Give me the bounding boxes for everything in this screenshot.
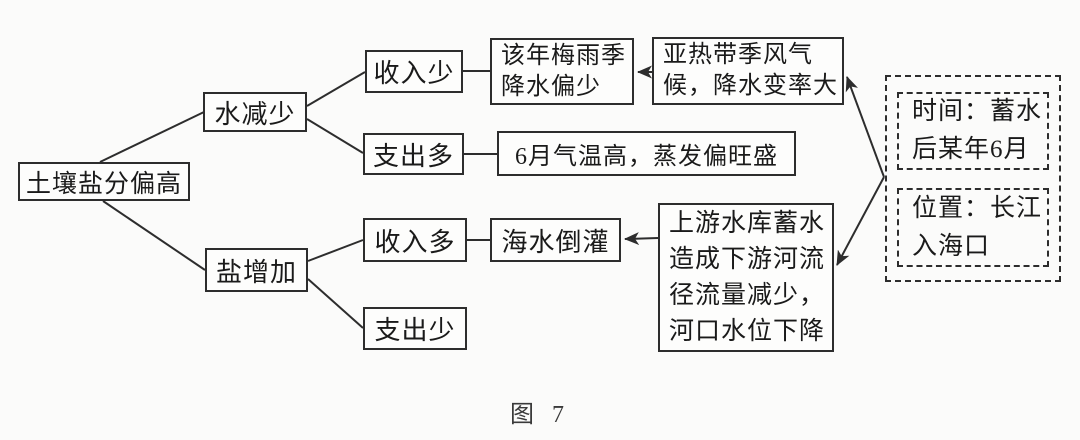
node-reservoir-line2: 造成下游河流: [669, 245, 826, 273]
edge-water-expense-more: [306, 118, 364, 154]
node-subtropical-line2: 候，降水变率大: [663, 73, 838, 99]
node-reservoir-line1: 上游水库蓄水: [669, 209, 826, 237]
edge-reservoir-seawater-arrow: [624, 232, 659, 246]
edge-soil-salt: [102, 200, 206, 271]
note-location: 位置：长江 入海口: [897, 188, 1049, 267]
node-subtropical-line1: 亚热带季风气: [663, 42, 813, 68]
edge-salt-income-more: [307, 239, 364, 262]
note-time: 时间：蓄水 后某年6月: [897, 92, 1049, 170]
edge-notes-subtropical-arrow: [845, 76, 885, 178]
notes-group-frame: [885, 75, 1061, 282]
node-reservoir-line3: 径流量减少，: [669, 281, 826, 309]
node-salt-increase: 盐增加: [205, 248, 308, 292]
edge-salt-expense-less: [307, 278, 364, 329]
note-time-line1: 时间：蓄水: [912, 98, 1043, 125]
node-reservoir-line4: 河口水位下降: [669, 317, 826, 345]
node-meiyu-rain-low: 该年梅雨季 降水偏少: [490, 38, 634, 105]
edge-soil-water: [99, 111, 205, 163]
note-location-line2: 入海口: [912, 232, 991, 260]
node-expense-more: 支出多: [363, 133, 464, 175]
edge-notes-reservoir-arrow: [836, 176, 885, 266]
node-seawater-intrusion: 海水倒灌: [490, 218, 621, 262]
note-time-line2: 后某年6月: [912, 136, 1030, 163]
node-income-less: 收入少: [365, 50, 463, 93]
node-soil-salinity-high: 土壤盐分偏高: [18, 162, 190, 201]
edge-water-income-less: [306, 71, 366, 107]
node-meiyu-line2: 降水偏少: [501, 73, 601, 100]
note-location-line1: 位置：长江: [912, 194, 1043, 222]
node-income-more: 收入多: [363, 218, 467, 262]
node-water-decrease: 水减少: [203, 92, 307, 132]
node-upstream-reservoir: 上游水库蓄水 造成下游河流 径流量减少， 河口水位下降: [658, 203, 834, 352]
node-expense-less: 支出少: [363, 307, 467, 350]
node-june-high-temp-evaporation: 6月气温高，蒸发偏旺盛: [497, 131, 796, 176]
node-meiyu-line1: 该年梅雨季: [501, 42, 626, 69]
node-subtropical-monsoon: 亚热带季风气 候，降水变率大: [652, 37, 844, 105]
figure-caption: 图 7: [510, 402, 570, 428]
